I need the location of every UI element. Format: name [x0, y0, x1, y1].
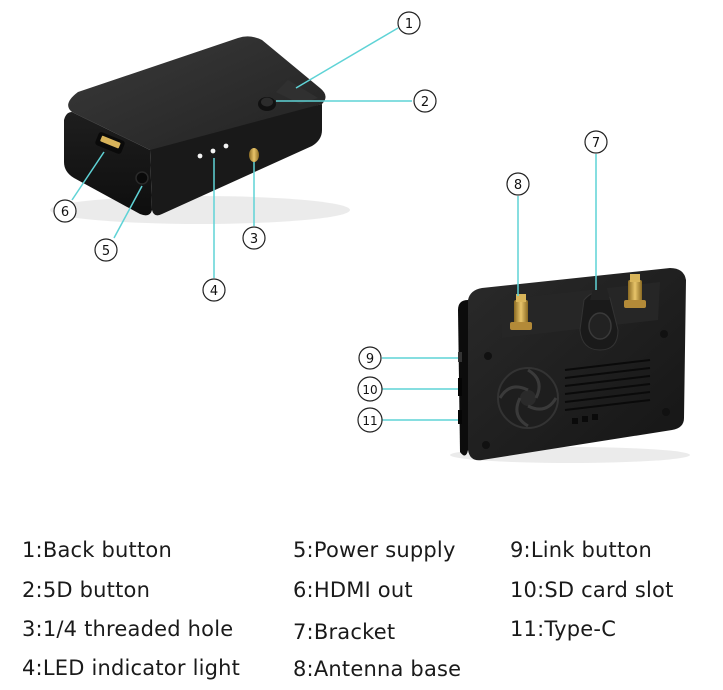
callout-label: 8: [514, 178, 522, 193]
antenna-base-right: [624, 274, 646, 308]
callout-6: 6: [53, 199, 77, 223]
legend-item-5d-button: 2:5D button: [22, 578, 151, 602]
callout-3: 3: [242, 226, 266, 250]
callout-label: 4: [210, 284, 218, 299]
callout-7: 7: [584, 130, 608, 154]
legend-item-threaded-hole: 3:1/4 threaded hole: [22, 617, 234, 641]
vent-slots: [564, 359, 651, 411]
callout-5: 5: [94, 238, 118, 262]
legend-item-type-c: 11:Type-C: [510, 617, 617, 641]
led-indicators: [197, 143, 229, 159]
callout-8: 8: [506, 172, 530, 196]
legend-item-hdmi-out: 6:HDMI out: [293, 578, 413, 602]
callout-label: 6: [61, 205, 69, 220]
callout-9: 9: [358, 346, 382, 370]
legend-item-sd-card-slot: 10:SD card slot: [510, 578, 674, 602]
device-diagram: 1 2 3 4 5 6 7 8 9 10 11: [50, 11, 690, 463]
bracket: [579, 285, 619, 351]
device-front-view: [50, 36, 350, 224]
callout-label: 10: [362, 383, 377, 397]
parts-legend: 1:Back button 2:5D button 3:1/4 threaded…: [0, 530, 723, 690]
leader-lines: [71, 27, 597, 421]
callout-label: 11: [362, 414, 377, 428]
legend-item-led-indicator: 4:LED indicator light: [22, 656, 241, 680]
device-back-view: [450, 268, 690, 463]
antenna-base-left: [510, 294, 532, 330]
callout-label: 9: [366, 352, 374, 367]
fan-grille: [497, 367, 559, 429]
5d-button: [258, 97, 276, 111]
sd-card-slot: [458, 378, 462, 396]
callout-label: 3: [250, 232, 258, 247]
legend-item-antenna-base: 8:Antenna base: [293, 657, 462, 681]
callout-label: 1: [405, 17, 413, 32]
legend-item-link-button: 9:Link button: [510, 538, 652, 562]
callout-label: 5: [102, 244, 110, 259]
type-c-port: [458, 410, 462, 424]
power-port: [135, 171, 149, 185]
callout-2: 2: [413, 89, 437, 113]
back-button: [276, 80, 318, 104]
callout-11: 11: [357, 407, 383, 433]
callout-label: 2: [421, 95, 429, 110]
callout-1: 1: [397, 11, 421, 35]
legend-item-power-supply: 5:Power supply: [293, 538, 456, 562]
callout-4: 4: [202, 278, 226, 302]
hdmi-port: [95, 132, 125, 154]
threaded-hole: [249, 148, 259, 162]
legend-item-back-button: 1:Back button: [22, 538, 172, 562]
callout-label: 7: [592, 136, 600, 151]
link-button: [458, 352, 462, 362]
callout-10: 10: [357, 376, 383, 402]
legend-item-bracket: 7:Bracket: [293, 620, 396, 644]
